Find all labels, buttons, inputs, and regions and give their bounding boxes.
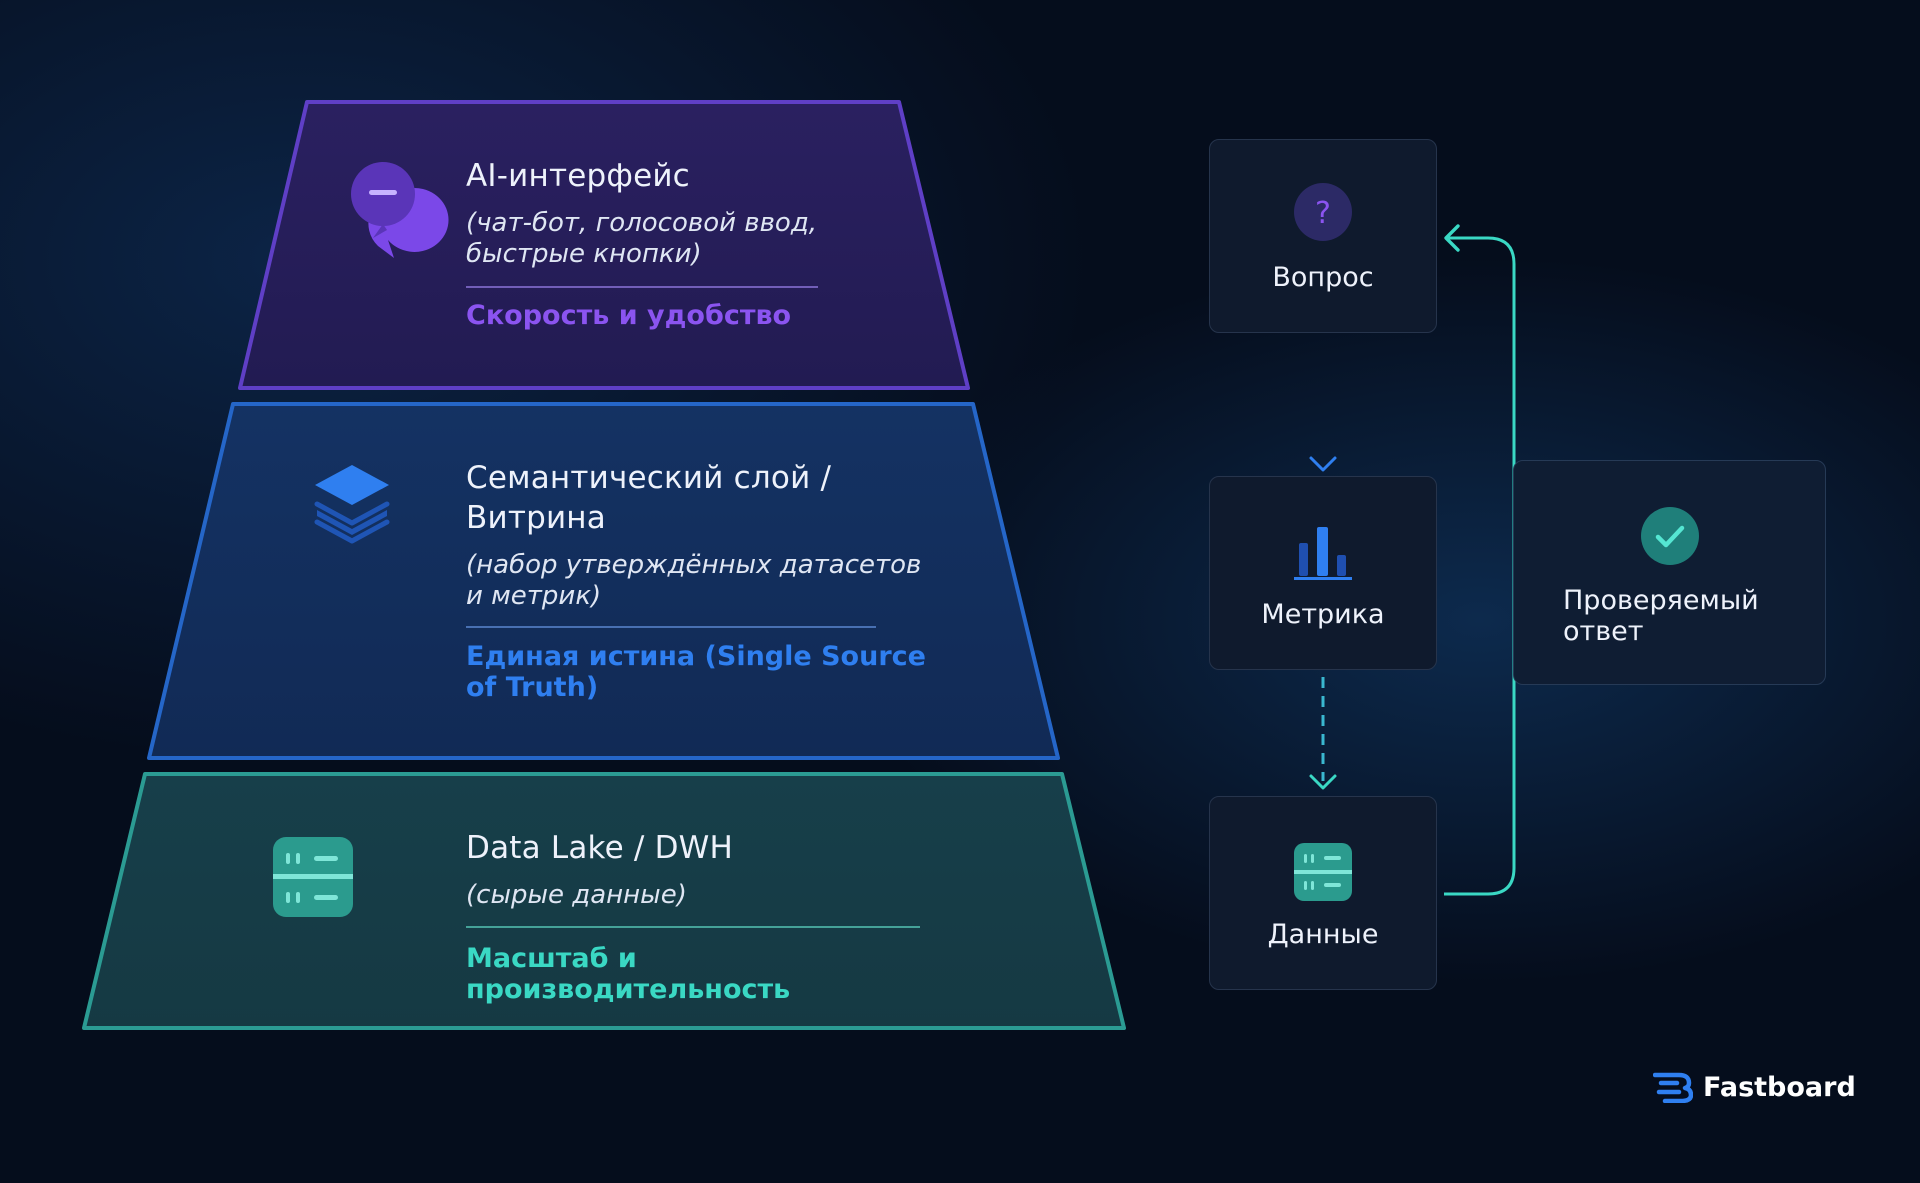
connector-question-to-metric-arrowhead	[1309, 456, 1337, 472]
layer-data-lake-benefit: Масштаб и производительность	[466, 943, 946, 1005]
layer-semantic-title: Семантический слой / Витрина	[466, 458, 946, 538]
bar-chart-icon	[1294, 527, 1352, 580]
database-server-icon	[273, 837, 353, 917]
connector-metric-to-data-arrowhead	[1309, 774, 1337, 790]
layers-stack-icon	[314, 465, 390, 544]
layer-semantic-text: Семантический слой / Витрина (набор утве…	[466, 458, 946, 703]
brand-logo: Fastboard	[1653, 1070, 1856, 1104]
flow-node-data: Данные	[1209, 796, 1437, 990]
layer-semantic-subtitle-line: и метрик)	[466, 581, 602, 611]
layer-data-lake-benefit-line: Масштаб и производительность	[466, 943, 791, 1005]
connector-data-back-to-question	[1444, 236, 1516, 896]
flow-result-verified-answer: Проверяемый ответ	[1513, 460, 1826, 685]
question-icon: ?	[1294, 183, 1352, 241]
layer-ai-subtitle-line: быстрые кнопки)	[466, 239, 702, 269]
flow-result-label: Проверяемый ответ	[1563, 585, 1759, 647]
connector-return-arrowhead	[1444, 224, 1460, 252]
layer-ai-benefit: Скорость и удобство	[466, 300, 866, 331]
flow-node-metric: Метрика	[1209, 476, 1437, 670]
layer-data-lake-subtitle-line: (сырые данные)	[466, 880, 687, 910]
fastboard-logo-icon	[1653, 1072, 1693, 1103]
layer-semantic-benefit-line: Единая истина (Single Source	[466, 641, 926, 672]
layer-semantic-benefit: Единая истина (Single Source of Truth)	[466, 641, 946, 703]
flow-node-data-label: Данные	[1267, 919, 1379, 950]
database-server-icon	[1294, 843, 1352, 901]
layer-ai-title: AI-интерфейс	[466, 158, 690, 194]
layer-data-lake-title: Data Lake / DWH	[466, 830, 734, 866]
layer-data-lake-text: Data Lake / DWH (сырые данные) Масштаб и…	[466, 828, 946, 1005]
layer-ai-subtitle-line: (чат-бот, голосовой ввод,	[466, 208, 818, 238]
layer-ai-subtitle: (чат-бот, голосовой ввод, быстрые кнопки…	[466, 208, 846, 270]
layer-data-lake-subtitle: (сырые данные)	[466, 880, 946, 911]
layer-semantic-subtitle: (набор утверждённых датасетов и метрик)	[466, 550, 946, 612]
layer-data-lake-shape	[82, 772, 1126, 1030]
flow-node-question: ? Вопрос	[1209, 139, 1437, 333]
chat-bubbles-icon	[351, 162, 449, 258]
layer-ai-interface-shape	[238, 100, 970, 390]
layer-semantic-title-line: Семантический слой /	[466, 460, 832, 496]
layer-semantic-benefit-line: of Truth)	[466, 672, 599, 703]
layer-semantic-subtitle-line: (набор утверждённых датасетов	[466, 550, 922, 580]
flow-result-label-line: Проверяемый	[1563, 585, 1759, 616]
layer-semantic-title-line: Витрина	[466, 500, 606, 536]
check-circle-icon	[1641, 507, 1699, 565]
svg-text:?: ?	[1315, 196, 1331, 231]
brand-name: Fastboard	[1703, 1071, 1856, 1103]
flow-node-metric-label: Метрика	[1261, 599, 1385, 630]
layer-ai-interface-text: AI-интерфейс (чат-бот, голосовой ввод, б…	[466, 156, 846, 331]
layer-semantic-shape	[147, 402, 1060, 760]
flow-result-label-line: ответ	[1563, 616, 1644, 647]
layer-ai-benefit-line: Скорость и удобство	[466, 300, 792, 331]
flow-node-question-label: Вопрос	[1272, 262, 1374, 293]
